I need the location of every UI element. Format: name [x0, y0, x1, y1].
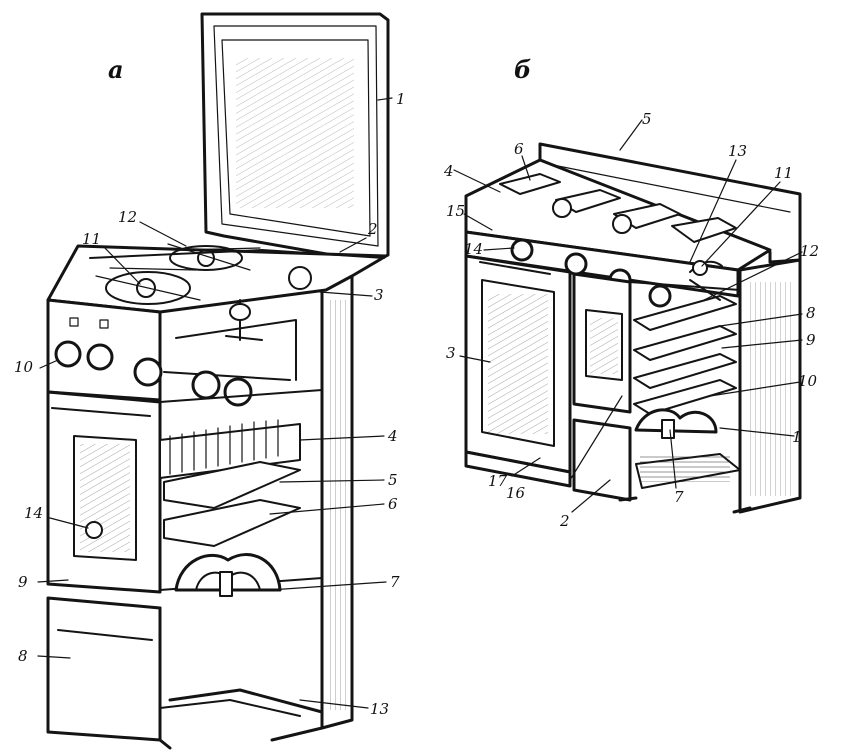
leader-lines [37, 97, 803, 709]
label-b-2: 2 [559, 512, 570, 530]
label-a-3: 3 [374, 286, 384, 304]
label-a-8: 8 [18, 647, 28, 665]
panel-a-letter: а [108, 55, 124, 84]
label-b-5: 5 [642, 110, 652, 128]
label-b-13: 13 [728, 142, 747, 160]
label-b-16: 16 [506, 484, 526, 502]
label-b-9: 9 [806, 331, 816, 349]
label-a-9: 9 [18, 573, 28, 591]
label-a-6: 6 [388, 495, 398, 513]
label-a-12: 12 [118, 208, 137, 226]
panel-b-letter: б [514, 55, 531, 84]
label-a-11: 11 [82, 230, 101, 248]
label-b-6: 6 [514, 140, 524, 158]
label-b-8: 8 [806, 304, 816, 322]
label-a-13: 13 [370, 700, 389, 718]
label-a-7: 7 [390, 573, 400, 591]
label-b-3: 3 [446, 344, 456, 362]
label-a-4: 4 [387, 427, 398, 445]
label-b-10: 10 [798, 372, 818, 390]
label-b-1: 1 [792, 428, 802, 446]
label-b-14: 14 [464, 240, 483, 258]
stove-a-drawing [46, 12, 390, 750]
label-a-2: 2 [367, 220, 378, 238]
label-b-4: 4 [443, 162, 454, 180]
label-a-10: 10 [14, 358, 34, 376]
label-b-15: 15 [446, 202, 465, 220]
label-b-12: 12 [800, 242, 819, 260]
label-b-7: 7 [674, 488, 684, 506]
label-a-14: 14 [24, 504, 43, 522]
label-a-1: 1 [396, 90, 406, 108]
label-a-5: 5 [388, 471, 398, 489]
label-b-17: 17 [488, 472, 508, 490]
stove-b-drawing [464, 142, 802, 514]
label-b-11: 11 [774, 164, 793, 182]
